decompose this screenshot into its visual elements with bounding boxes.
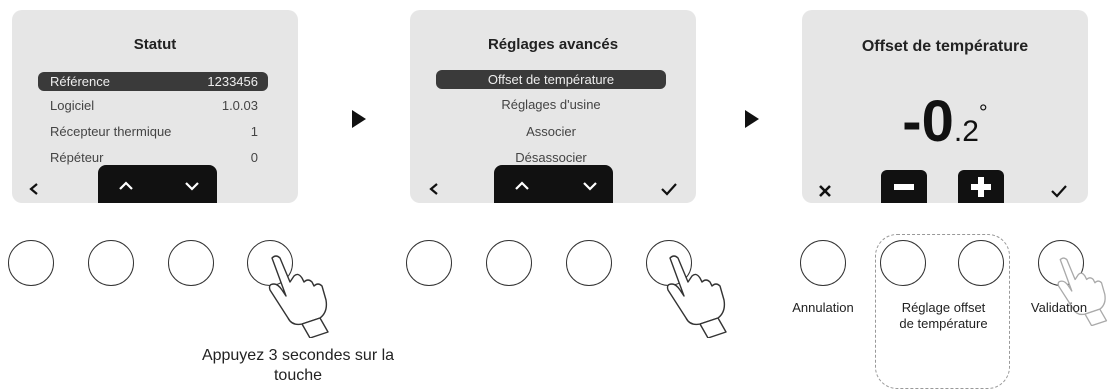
nav-bar — [98, 165, 217, 203]
physical-button-1[interactable] — [406, 240, 452, 286]
step-arrow — [352, 110, 366, 128]
plus-physical-button[interactable] — [958, 240, 1004, 286]
chevron-down-icon[interactable] — [582, 181, 598, 191]
row-value: 1.0.03 — [221, 98, 258, 113]
menu-item-offset[interactable]: Offset de température — [436, 70, 666, 89]
menu-item-dissociate[interactable]: Désassocier — [436, 148, 666, 167]
cancel-caption: Annulation — [792, 300, 854, 315]
screen-statut: Statut Référence 1233456 Logiciel 1.0.03… — [12, 10, 298, 203]
physical-button-3[interactable] — [566, 240, 612, 286]
physical-button-2[interactable] — [486, 240, 532, 286]
minus-button[interactable] — [881, 170, 927, 203]
menu-item-label: Offset de température — [487, 72, 615, 87]
row-label: Référence — [50, 74, 110, 89]
cancel-physical-button[interactable] — [800, 240, 846, 286]
row-label: Logiciel — [50, 98, 95, 113]
status-row-receiver: Récepteur thermique 1 — [38, 122, 268, 141]
physical-button-1[interactable] — [8, 240, 54, 286]
chevron-up-icon[interactable] — [514, 181, 530, 191]
screen-temperature-offset: Offset de température -0.2° — [802, 10, 1088, 203]
pressing-hand-icon — [1057, 257, 1108, 326]
screen-title: Réglages avancés — [487, 36, 619, 53]
validate-caption: Validation — [1030, 300, 1088, 315]
step-arrow — [745, 110, 759, 128]
nav-bar — [494, 165, 613, 203]
screen-title: Statut — [133, 36, 177, 53]
menu-item-label: Associer — [526, 124, 576, 139]
check-icon[interactable] — [1050, 184, 1068, 198]
chevron-up-icon[interactable] — [118, 181, 134, 191]
offset-value-unit: ° — [978, 100, 988, 125]
status-row-reference: Référence 1233456 — [38, 72, 268, 91]
offset-value-decimal: .2 — [953, 115, 979, 148]
chevron-left-icon[interactable] — [28, 182, 40, 196]
pressing-hand-icon — [268, 255, 329, 338]
physical-button-2[interactable] — [88, 240, 134, 286]
row-value: 1 — [250, 124, 258, 139]
adjust-caption: Réglage offset de température — [899, 300, 988, 331]
menu-item-label: Désassocier — [515, 150, 587, 165]
row-label: Récepteur thermique — [50, 124, 172, 139]
row-label: Répéteur — [50, 150, 104, 165]
check-icon[interactable] — [660, 182, 678, 196]
minus-physical-button[interactable] — [880, 240, 926, 286]
row-value: 1233456 — [207, 74, 258, 89]
chevron-down-icon[interactable] — [184, 181, 200, 191]
instruction-text: Appuyez 3 secondes sur la touche — [201, 347, 395, 384]
pressing-hand-icon — [666, 255, 727, 338]
screen-title: Offset de température — [861, 38, 1029, 55]
menu-item-label: Réglages d'usine — [501, 97, 601, 112]
physical-button-3[interactable] — [168, 240, 214, 286]
plus-icon — [971, 177, 991, 197]
plus-button[interactable] — [958, 170, 1004, 203]
adjust-group-outline — [875, 234, 1010, 389]
chevron-left-icon[interactable] — [428, 182, 440, 196]
close-icon[interactable] — [818, 184, 832, 198]
offset-value-integer: -0 — [902, 89, 954, 154]
status-row-repeater: Répéteur 0 — [38, 148, 268, 167]
screen-advanced-settings: Réglages avancés Offset de température R… — [410, 10, 696, 203]
minus-icon — [894, 184, 914, 190]
menu-item-associate[interactable]: Associer — [436, 122, 666, 141]
menu-item-factory[interactable]: Réglages d'usine — [436, 95, 666, 114]
row-value: 0 — [250, 150, 258, 165]
status-row-software: Logiciel 1.0.03 — [38, 96, 268, 115]
offset-value-display: -0.2° — [802, 88, 1088, 155]
